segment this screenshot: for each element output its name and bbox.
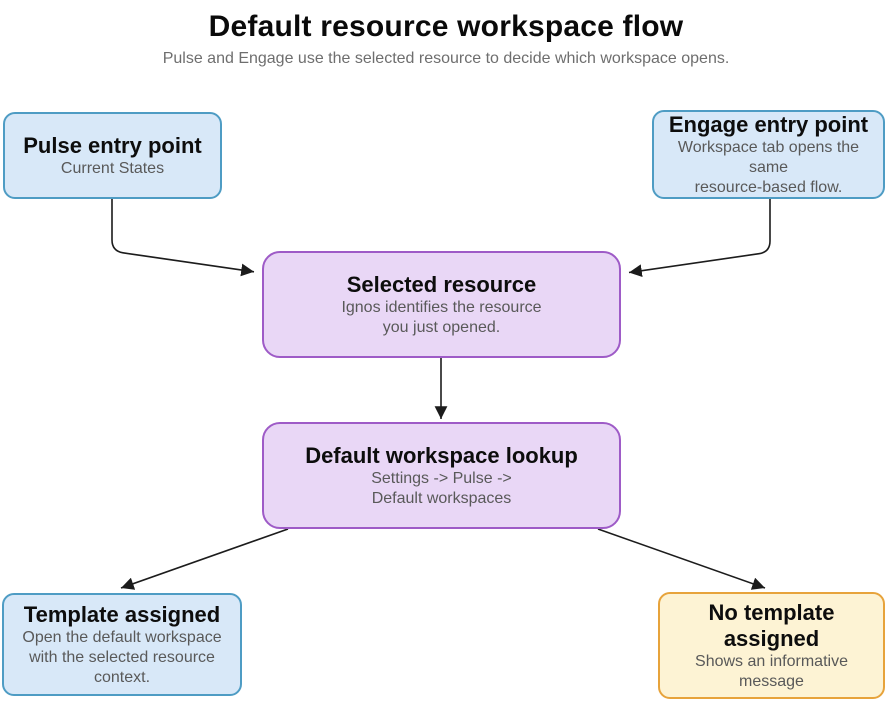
node-line: context. <box>93 668 151 686</box>
node-template-assigned: Template assigned Open the default works… <box>2 593 242 696</box>
diagram-header: Default resource workspace flow Pulse an… <box>0 0 892 68</box>
node-title: Default workspace lookup <box>305 442 578 468</box>
node-line: Ignos identifies the resource <box>341 298 542 316</box>
node-line: you just opened. <box>382 318 501 336</box>
arrow-engage-to-selected <box>628 199 771 278</box>
node-line: same <box>748 158 789 176</box>
page-subtitle: Pulse and Engage use the selected resour… <box>162 50 730 67</box>
arrow-lookup-to-no-template <box>597 528 766 590</box>
arrow-pulse-to-selected <box>111 199 255 277</box>
node-line: Open the default workspace <box>22 628 222 646</box>
arrow-lookup-to-template <box>120 528 289 590</box>
node-pulse-entry-point: Pulse entry point Current States <box>3 112 222 199</box>
node-line: Shows an informative <box>695 652 848 670</box>
page-title: Default resource workspace flow <box>208 10 684 43</box>
node-title: Template assigned <box>23 601 221 627</box>
node-title: Selected resource <box>346 271 537 297</box>
node-line: resource-based flow. <box>694 178 843 196</box>
node-line: with the selected resource <box>29 648 215 666</box>
node-engage-entry-point: Engage entry point Workspace tab opens t… <box>652 110 885 199</box>
node-title: No template assigned <box>708 599 835 651</box>
node-default-workspace-lookup: Default workspace lookup Settings -> Pul… <box>262 422 621 529</box>
node-no-template-assigned: No template assigned Shows an informativ… <box>658 592 885 699</box>
node-title: Engage entry point <box>668 111 869 137</box>
node-line: message <box>739 672 804 690</box>
node-title: Pulse entry point <box>23 132 202 158</box>
node-line: Settings -> Pulse -> <box>371 469 512 487</box>
node-line: Default workspaces <box>371 489 512 507</box>
node-line: Current States <box>60 159 165 177</box>
node-selected-resource: Selected resource Ignos identifies the r… <box>262 251 621 358</box>
node-line: Workspace tab opens the <box>677 138 860 156</box>
